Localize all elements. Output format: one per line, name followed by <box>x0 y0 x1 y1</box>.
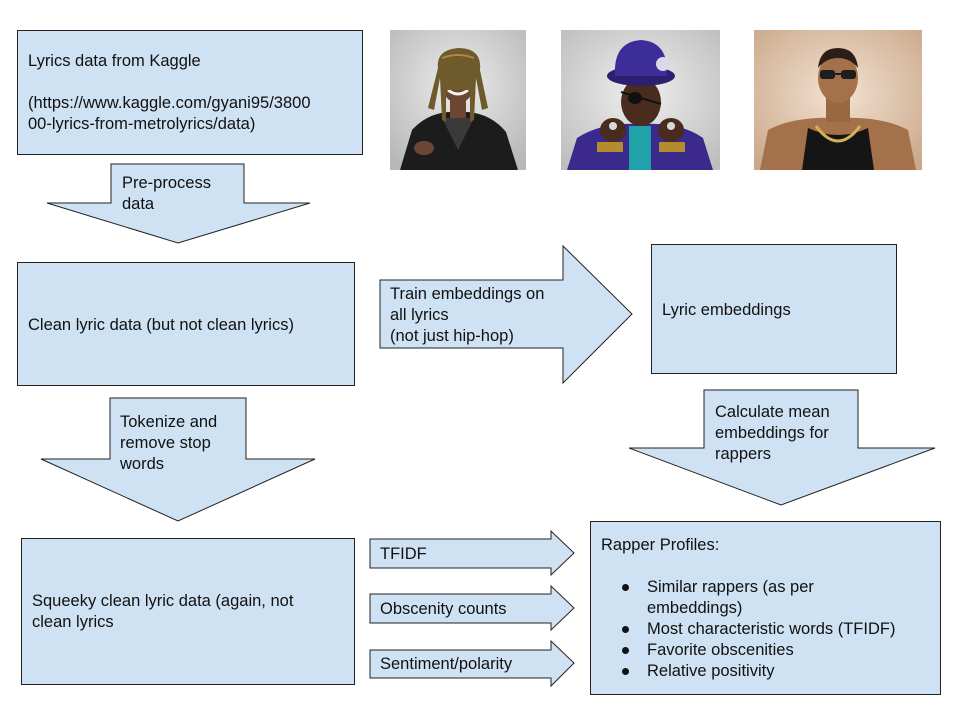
lyrics-source-url-line-1: (https://www.kaggle.com/gyani95/3800 <box>28 94 311 112</box>
preprocess-arrow <box>46 163 311 244</box>
profile-item-relative-positivity: Relative positivity <box>601 661 932 682</box>
clean-lyric-data-text: Clean lyric data (but not clean lyrics) <box>28 316 294 334</box>
train-embeddings-label-line-2: all lyrics <box>390 306 449 324</box>
profile-item-favorite-obscenities-text: Favorite obscenities <box>647 641 794 659</box>
mean-embeddings-label-line-1: Calculate mean <box>715 403 830 421</box>
lyric-embeddings-text: Lyric embeddings <box>662 301 791 319</box>
rapper-photo-dreadlocks <box>390 30 526 170</box>
tfidf-label: TFIDF <box>380 545 427 563</box>
mean-embeddings-arrow <box>628 389 936 506</box>
tokenize-label-line-3: words <box>120 455 165 473</box>
clean-lyric-data-box: Clean lyric data (but not clean lyrics) <box>17 262 355 386</box>
train-embeddings-label: Train embeddings on all lyrics (not just… <box>390 284 544 347</box>
profile-item-similar-rappers-line-1: Similar rappers (as per <box>647 578 814 596</box>
profile-item-similar-rappers-line-2: embeddings) <box>647 599 743 617</box>
squeeky-clean-box: Squeeky clean lyric data (again, not cle… <box>21 538 355 685</box>
lyrics-source-url-line-2: 00-lyrics-from-metrolyrics/data) <box>28 115 256 133</box>
mean-embeddings-label-line-2: embeddings for <box>715 424 829 442</box>
preprocess-label: Pre-process data <box>122 173 211 215</box>
tokenize-label-line-1: Tokenize and <box>120 413 218 431</box>
lyric-embeddings-box: Lyric embeddings <box>651 244 897 374</box>
train-embeddings-label-line-1: Train embeddings on <box>390 285 545 303</box>
squeeky-clean-line-1: Squeeky clean lyric data (again, not <box>32 592 294 610</box>
rapper-photo-tank-top <box>754 30 922 170</box>
rapper-profiles-box: Rapper Profiles: Similar rappers (as per… <box>590 521 941 695</box>
train-embeddings-label-line-3: (not just hip-hop) <box>390 327 514 345</box>
tfidf-arrow <box>369 529 575 577</box>
profile-item-similar-rappers: Similar rappers (as per embeddings) <box>601 577 932 619</box>
lyrics-source-title: Lyrics data from Kaggle <box>28 52 201 70</box>
mean-embeddings-label: Calculate mean embeddings for rappers <box>715 402 830 465</box>
sentiment-label: Sentiment/polarity <box>380 655 513 673</box>
tokenize-label-line-2: remove stop <box>120 434 211 452</box>
rapper-portrait-3 <box>754 30 922 170</box>
train-embeddings-arrow <box>379 244 633 385</box>
profile-item-characteristic-words-text: Most characteristic words (TFIDF) <box>647 620 896 638</box>
lyrics-source-box: Lyrics data from Kaggle (https://www.kag… <box>17 30 363 155</box>
squeeky-clean-line-2: clean lyrics <box>32 613 114 631</box>
rapper-portrait-1 <box>390 30 526 170</box>
sentiment-arrow <box>369 639 575 688</box>
rapper-profiles-list: Similar rappers (as per embeddings) Most… <box>601 577 932 682</box>
rapper-profiles-title: Rapper Profiles: <box>601 536 720 554</box>
preprocess-label-line-1: Pre-process <box>122 174 211 192</box>
rapper-portrait-2 <box>561 30 720 170</box>
tokenize-label: Tokenize and remove stop words <box>120 412 217 475</box>
tokenize-arrow <box>40 397 316 522</box>
obscenity-arrow <box>369 584 575 632</box>
profile-item-favorite-obscenities: Favorite obscenities <box>601 640 932 661</box>
obscenity-label: Obscenity counts <box>380 600 507 618</box>
rapper-photo-purple-hat <box>561 30 720 170</box>
profile-item-relative-positivity-text: Relative positivity <box>647 662 775 680</box>
preprocess-label-line-2: data <box>122 195 155 213</box>
profile-item-characteristic-words: Most characteristic words (TFIDF) <box>601 619 932 640</box>
mean-embeddings-label-line-3: rappers <box>715 445 771 463</box>
